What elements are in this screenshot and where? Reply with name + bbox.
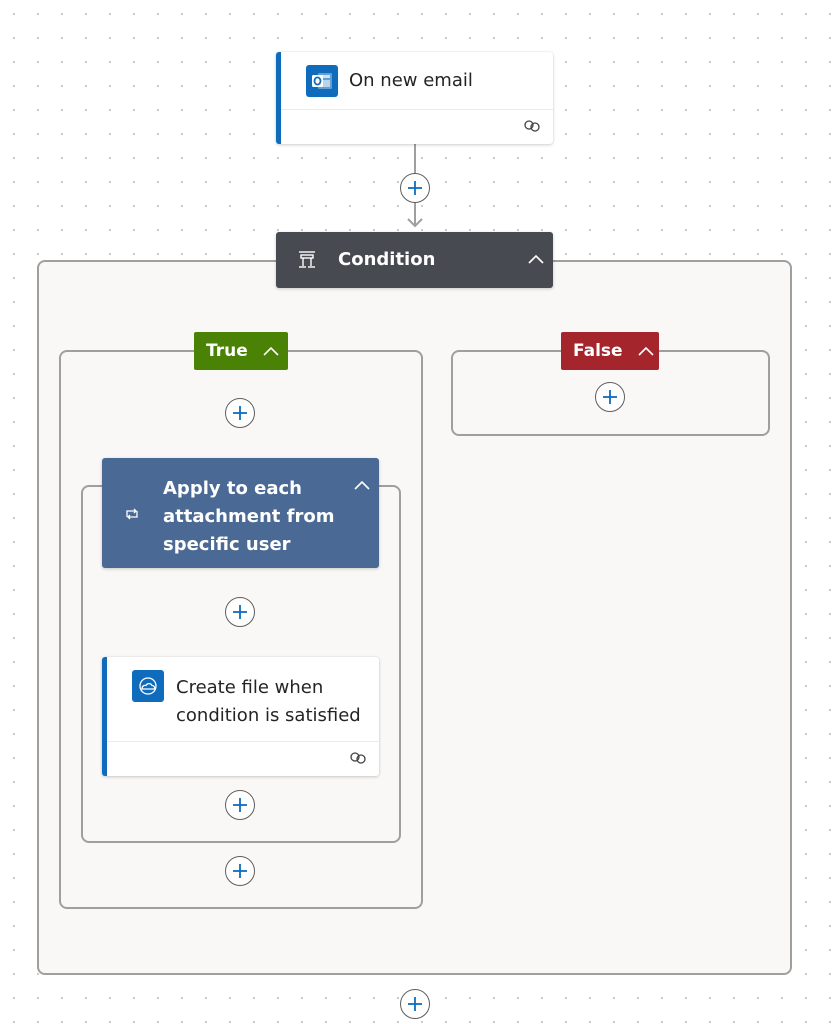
link-icon[interactable] [349,749,367,768]
create-file-card[interactable]: Create file when condition is satisfied [102,657,379,776]
card-footer [107,741,379,776]
chevron-up-icon[interactable] [637,345,655,357]
foreach-title-line1: Apply to each [163,478,302,499]
add-step-button[interactable] [595,382,625,412]
add-step-button[interactable] [225,856,255,886]
add-step-button[interactable] [225,597,255,627]
true-branch-tag[interactable]: True [194,332,288,370]
create-file-title-line2: condition is satisfied [176,705,361,726]
condition-header[interactable]: Condition [276,232,553,288]
chevron-up-icon[interactable] [353,476,371,495]
add-step-button[interactable] [225,790,255,820]
link-icon[interactable] [523,117,541,136]
trigger-title: On new email [349,70,473,91]
create-file-title-line1: Create file when [176,677,324,698]
add-step-button[interactable] [400,173,430,203]
foreach-title-line3: specific user [163,534,291,555]
card-accent [276,52,281,144]
condition-title: Condition [338,249,436,270]
outlook-icon [306,65,338,97]
add-step-button[interactable] [225,398,255,428]
add-step-button[interactable] [400,989,430,1019]
condition-icon [298,250,316,274]
foreach-header[interactable]: Apply to each attachment from specific u… [102,458,379,568]
card-footer [281,109,553,144]
trigger-card[interactable]: On new email [276,52,553,144]
chevron-up-icon[interactable] [262,345,280,357]
foreach-title-line2: attachment from [163,506,335,527]
chevron-up-icon[interactable] [527,250,545,269]
false-branch-label: False [573,341,623,361]
loop-icon [124,506,140,525]
true-branch-label: True [206,341,248,361]
false-branch-tag[interactable]: False [561,332,659,370]
card-accent [102,657,107,776]
onedrive-icon [132,670,164,702]
